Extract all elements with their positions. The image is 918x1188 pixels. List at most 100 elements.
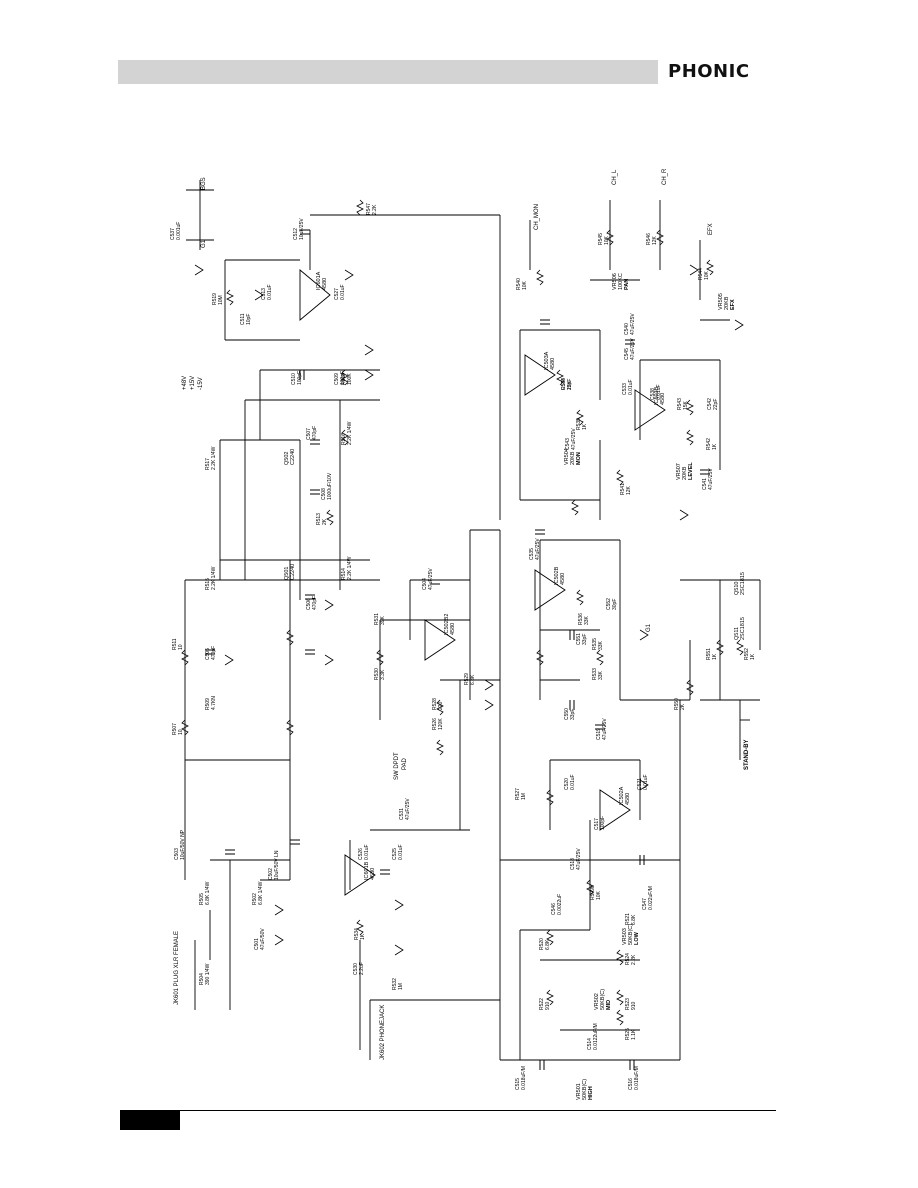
opamp-label: IC503B [654,386,660,405]
resistor-label: R546 [646,233,652,245]
capacitor-label: C504 [422,578,428,590]
footer-page-block [120,1110,180,1130]
capacitor-value: 47uF/50V [260,928,266,950]
pot-function: LOW [634,931,640,945]
opamp-ic502b [534,569,566,611]
footer-page-number [120,1110,180,1130]
supply-p48: +48V [182,376,188,390]
ground-symbols [194,264,744,956]
capacitor-value: 0.018uF/M [634,1066,640,1090]
opamp-type: 4580 [625,793,631,805]
capacitor-value: 100pF [600,816,606,830]
capacitor-label: C530 [353,963,359,975]
capacitor-label: C545 [624,348,630,360]
capacitor-label: C550 [564,708,570,720]
resistor-value: 1.1K [631,1029,637,1040]
resistor-label: R531 [374,613,380,625]
capacitor-label: C546 [551,903,557,915]
resistor-value: 390 1/4W [205,963,211,985]
pot-function: LEVEL [688,462,694,480]
capacitor-label: C505 [205,648,211,660]
capacitor-value: 33pF [582,634,588,645]
stand-by-label: STAND-BY [744,739,750,770]
resistor-label: R504 [199,973,205,985]
capacitor-value: 47uF/25V [630,313,636,335]
capacitor-label: C537 [170,228,176,240]
pot-label: VR507 [676,463,682,480]
capacitor-value: 100pF [340,371,346,385]
resistor-label: R530 [374,668,380,680]
pot-labels: VR501 50KB(C) HIGH VR502 50KB(C) MID VR5… [564,273,736,1100]
opamp-type: 4580 [450,623,456,635]
capacitor-label: C531 [399,808,405,820]
transistor-label: Q502 [284,452,290,465]
resistor-value: 15K [683,400,689,410]
resistor-label: R513 [316,513,322,525]
pot-function: MON [576,452,582,465]
capacitor-label: C544 [561,378,567,390]
opamp-ic503b [634,389,666,431]
resistor-value: 10K [704,270,710,280]
capacitor-value: 2.2uF [359,962,365,975]
resistor-value: 120K [438,718,444,730]
capacitor-value: 10pF [246,314,252,325]
resistor-label: R543 [677,398,683,410]
capacitor-value: 47uF/25V [405,798,411,820]
capacitor-value: 47uF/25V [428,568,434,590]
resistor-label: R524 [625,953,631,965]
footer-rule [180,1110,776,1111]
capacitor-value: 22pF [567,379,573,390]
opamp-type: 4580 [560,573,566,585]
capacitor-label: C526 [358,848,364,860]
resistor-label: R544 [698,268,704,280]
resistor-label: R541 [620,483,626,495]
pot-value: 20KB [724,296,730,310]
resistor-label: R528 [432,698,438,710]
resistor-value: 10K [522,280,528,290]
transistor-label: Q511 [734,627,740,640]
transistor-type: C2240 [290,449,296,465]
resistor-label: R526 [432,718,438,730]
capacitor-label: C506 [306,598,312,610]
capacitor-label: C520 [564,778,570,790]
resistor-label: R529 [464,673,470,685]
transistor-label: Q510 [734,582,740,595]
resistor-value: 1K [582,423,588,430]
pot-value: 100KC [618,273,624,290]
g1-bottom-label: G1 [646,623,652,632]
capacitor-value: 0.01uF [570,774,576,790]
transistor-type: 2SC1815 [740,617,746,640]
pot-label: VR503 [622,928,628,945]
opamp-type: 4580 [660,393,666,405]
pot-value: 20KB [570,451,576,465]
pot-value: 50KB(C) [628,924,634,945]
bgs-label: BGS [201,177,207,190]
resistor-symbols [181,199,744,1026]
capacitor-value: 0.018uF/M [521,1066,527,1090]
phone-jack-label: JK602 PHONEJACK [380,1005,386,1060]
capacitor-label: C535 [529,548,535,560]
capacitor-label: C533 [622,383,628,395]
resistor-value: 1K [712,653,718,660]
resistor-value: 15K [567,380,573,390]
transistor-labels: Q501 C2240 Q502 C2240 Q510 2SC1815 Q511 … [284,449,746,640]
pot-label: VR502 [594,993,600,1010]
pot-label: VR501 [576,1083,582,1100]
capacitor-label: C541 [702,478,708,490]
resistor-label: R525 [625,1028,631,1040]
capacitor-value: 47uF/25V [576,848,582,870]
capacitor-value: 10uF/25V [299,218,305,240]
brand-logo: PHONIC [668,61,750,82]
transistor-type: 2SC1815 [740,572,746,595]
resistor-label: R502 [252,893,258,905]
resistor-value: 3.3K [380,669,386,680]
capacitor-value: 0.022uF/M [648,886,654,910]
pot-label: VR504 [564,448,570,465]
capacitor-value: 47uF/25V [571,428,577,450]
resistor-value: 6.8K [545,939,551,950]
capacitor-label: C538 [650,388,656,400]
capacitor-value: 100pF [297,371,303,385]
opamp-ic601a [299,269,331,321]
